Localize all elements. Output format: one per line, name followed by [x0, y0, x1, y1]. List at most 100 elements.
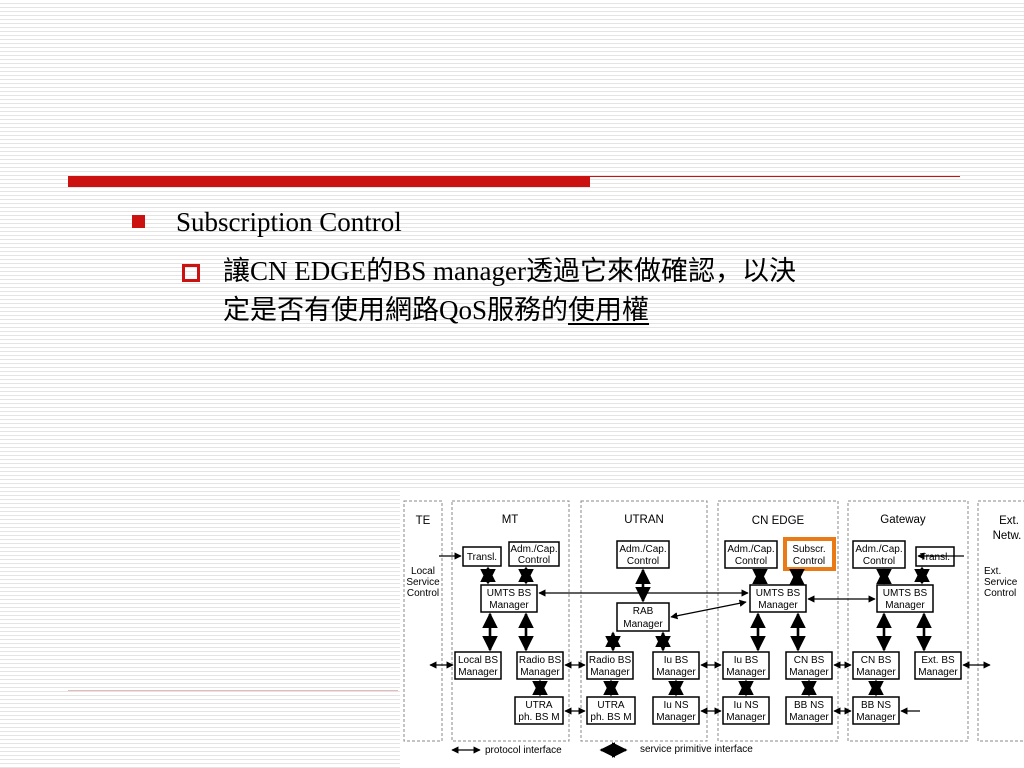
gw-transl-label: Transl. — [920, 552, 950, 563]
cn-iu-ns-manager-box — [722, 696, 770, 725]
utran-iu-label-1: Iu BS — [664, 655, 689, 666]
te-title: TE — [416, 515, 431, 527]
mt-radio-label-1: Radio BS — [519, 655, 562, 666]
cn-umts-label-2: Manager — [758, 600, 798, 611]
cn-adm-label-1: Adm./Cap. — [727, 544, 774, 555]
cn-subscr-label-1: Subscr. — [792, 544, 825, 555]
ext-network-domain-panel — [977, 500, 1024, 742]
gw-cnbs-label-1: CN BS — [861, 655, 892, 666]
qos-architecture-diagram: TE MT UTRAN CN EDGE Gateway Ext. Netw. L… — [400, 490, 1024, 768]
ext-control-label: Control — [984, 588, 1016, 599]
cn-adm-cap-box — [724, 540, 778, 569]
gw-bb-ns-manager-box — [852, 696, 900, 725]
cn-bbns-label-1: BB NS — [794, 700, 824, 711]
cn-umts-bs-manager-box — [749, 584, 807, 613]
gw-cn-bs-manager-box — [852, 651, 900, 680]
ext-network-title-1: Ext. — [999, 515, 1019, 527]
footer-divider-line — [68, 690, 398, 691]
gw-bbns-label-1: BB NS — [861, 700, 891, 711]
cn-iuns-label-2: Manager — [726, 712, 766, 723]
utran-adm-cap-box — [616, 540, 670, 569]
title-accent-line — [590, 176, 960, 177]
mt-umts-label-1: UMTS BS — [487, 588, 532, 599]
cn-cn-bs-manager-box — [785, 651, 833, 680]
bullet-subscription-control: Subscription Control — [176, 207, 402, 237]
cn-bb-ns-manager-box — [785, 696, 833, 725]
mt-transl-box — [462, 546, 502, 567]
diagram-canvas: TE MT UTRAN CN EDGE Gateway Ext. Netw. L… — [403, 500, 1024, 758]
gw-bbns-label-2: Manager — [856, 712, 896, 723]
utran-iuns-label-2: Manager — [656, 712, 696, 723]
legend-protocol-label: protocol interface — [485, 745, 562, 756]
mt-radio-label-2: Manager — [520, 667, 560, 678]
cn-bbns-label-2: Manager — [789, 712, 829, 723]
gw-adm-cap-box — [852, 540, 906, 569]
utran-title: UTRAN — [624, 514, 664, 526]
gw-cnbs-label-2: Manager — [856, 667, 896, 678]
utran-iuns-label-1: Iu NS — [663, 700, 688, 711]
cn-iuns-label-1: Iu NS — [733, 700, 758, 711]
utran-utra-ph-bs-box — [586, 696, 636, 725]
utran-iu-label-2: Manager — [656, 667, 696, 678]
ext-network-title-2: Netw. — [993, 530, 1022, 542]
mt-local-label-2: Manager — [458, 667, 498, 678]
mt-transl-label: Transl. — [467, 552, 497, 563]
legend-service-primitive-label: service primitive interface — [640, 744, 753, 755]
utran-iu-ns-manager-box — [652, 696, 700, 725]
mt-adm-cap-box — [508, 541, 560, 567]
utran-radio-label-2: Manager — [590, 667, 630, 678]
utran-radio-bs-manager-box — [586, 651, 634, 680]
utran-adm-label-2: Control — [627, 556, 659, 567]
te-domain-panel — [403, 500, 443, 742]
gw-extbs-label-1: Ext. BS — [921, 655, 955, 666]
mt-umts-label-2: Manager — [489, 600, 529, 611]
gw-extbs-label-2: Manager — [918, 667, 958, 678]
filled-square-bullet-icon — [132, 215, 145, 228]
cn-iu-bs-manager-box — [722, 651, 770, 680]
mt-utra-ph-bs-box — [514, 696, 564, 725]
cn-iubs-label-1: Iu BS — [734, 655, 759, 666]
gw-adm-label-1: Adm./Cap. — [855, 544, 902, 555]
mt-local-bs-manager-box — [454, 651, 502, 680]
gw-umts-bs-manager-box — [876, 584, 934, 613]
cn-subscr-control-box — [783, 537, 836, 571]
title-accent-bar — [68, 176, 590, 187]
sub-bullet-line-2-text: 定是否有使用網路QoS服務的 — [223, 295, 569, 325]
mt-utra-label-1: UTRA — [525, 700, 553, 711]
utran-utra-label-2: ph. BS M — [590, 712, 631, 723]
te-control-label: Control — [407, 588, 439, 599]
gw-ext-bs-manager-box — [914, 651, 962, 680]
te-service-label: Service — [406, 577, 440, 588]
mt-radio-bs-manager-box — [516, 651, 564, 680]
mt-umts-bs-manager-box — [480, 584, 538, 613]
cn-cnbs-label-2: Manager — [789, 667, 829, 678]
utran-iu-bs-manager-box — [652, 651, 700, 680]
cn-umts-label-1: UMTS BS — [756, 588, 801, 599]
te-local-label: Local — [411, 566, 435, 577]
cn-edge-title: CN EDGE — [752, 515, 805, 527]
cn-cnbs-label-1: CN BS — [794, 655, 825, 666]
utran-utra-label-1: UTRA — [597, 700, 625, 711]
mt-utra-label-2: ph. BS M — [518, 712, 559, 723]
utran-rab-manager-box — [616, 602, 670, 632]
ext-ext-label: Ext. — [984, 566, 1001, 577]
utran-rab-label-1: RAB — [633, 606, 654, 617]
hollow-square-bullet-icon — [182, 264, 200, 282]
mt-local-label-1: Local BS — [458, 655, 498, 666]
mt-adm-label-2: Control — [518, 555, 550, 566]
gateway-title: Gateway — [880, 514, 926, 526]
mt-title: MT — [502, 514, 519, 526]
cn-subscr-label-2: Control — [793, 556, 825, 567]
cn-iubs-label-2: Manager — [726, 667, 766, 678]
utran-rab-label-2: Manager — [623, 619, 663, 630]
sub-bullet-line-2: 定是否有使用網路QoS服務的使用權 — [223, 292, 649, 328]
usage-right-underlined-text: 使用權 — [568, 295, 650, 325]
protocol-interface-connectors — [429, 552, 991, 715]
gw-adm-label-2: Control — [863, 556, 895, 567]
sub-bullet-line-1: 讓CN EDGE的BS manager透過它來做確認，以決 — [223, 256, 796, 286]
gw-umts-label-1: UMTS BS — [883, 588, 928, 599]
utran-adm-label-1: Adm./Cap. — [619, 544, 666, 555]
gw-umts-label-2: Manager — [885, 600, 925, 611]
utran-radio-label-1: Radio BS — [589, 655, 632, 666]
mt-adm-label-1: Adm./Cap. — [510, 544, 557, 555]
